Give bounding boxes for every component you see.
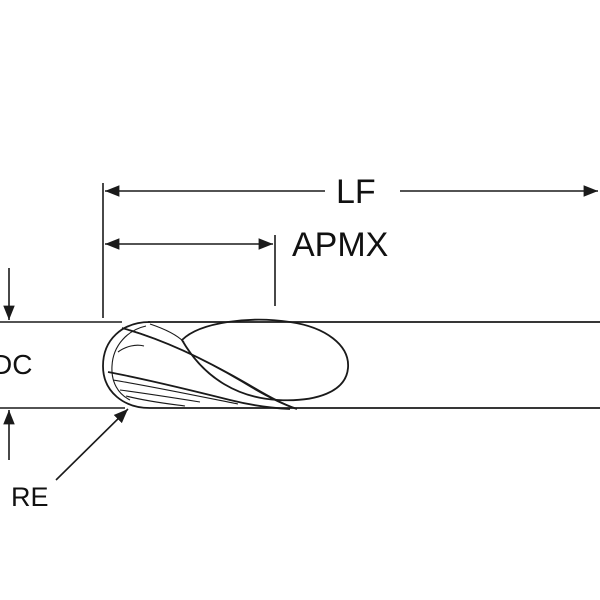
flute-edge-2 (129, 329, 296, 409)
cutting-edge-lower-2 (112, 379, 239, 405)
re-leader: RE (11, 408, 129, 512)
end-mill-body (102, 318, 600, 410)
dc-dimension: DC (0, 268, 125, 460)
cutting-edge-lower-4 (125, 395, 186, 407)
flute-lobe (180, 318, 349, 402)
dc-label: DC (0, 349, 32, 380)
lf-label: LF (336, 173, 376, 211)
cutting-edge-lower-3 (119, 389, 201, 403)
apmx-label: APMX (292, 226, 388, 264)
lf-dimension: LF (102, 173, 598, 318)
tip-detail (117, 344, 145, 353)
ball-nose-inner-edge (111, 325, 147, 401)
re-label: RE (11, 482, 49, 512)
flute-edge-3 (149, 323, 185, 343)
re-leader-line (55, 408, 129, 481)
cutting-edge-lower-1 (107, 371, 291, 410)
ball-nose-outline (102, 321, 151, 409)
apmx-dimension: APMX (105, 226, 388, 306)
